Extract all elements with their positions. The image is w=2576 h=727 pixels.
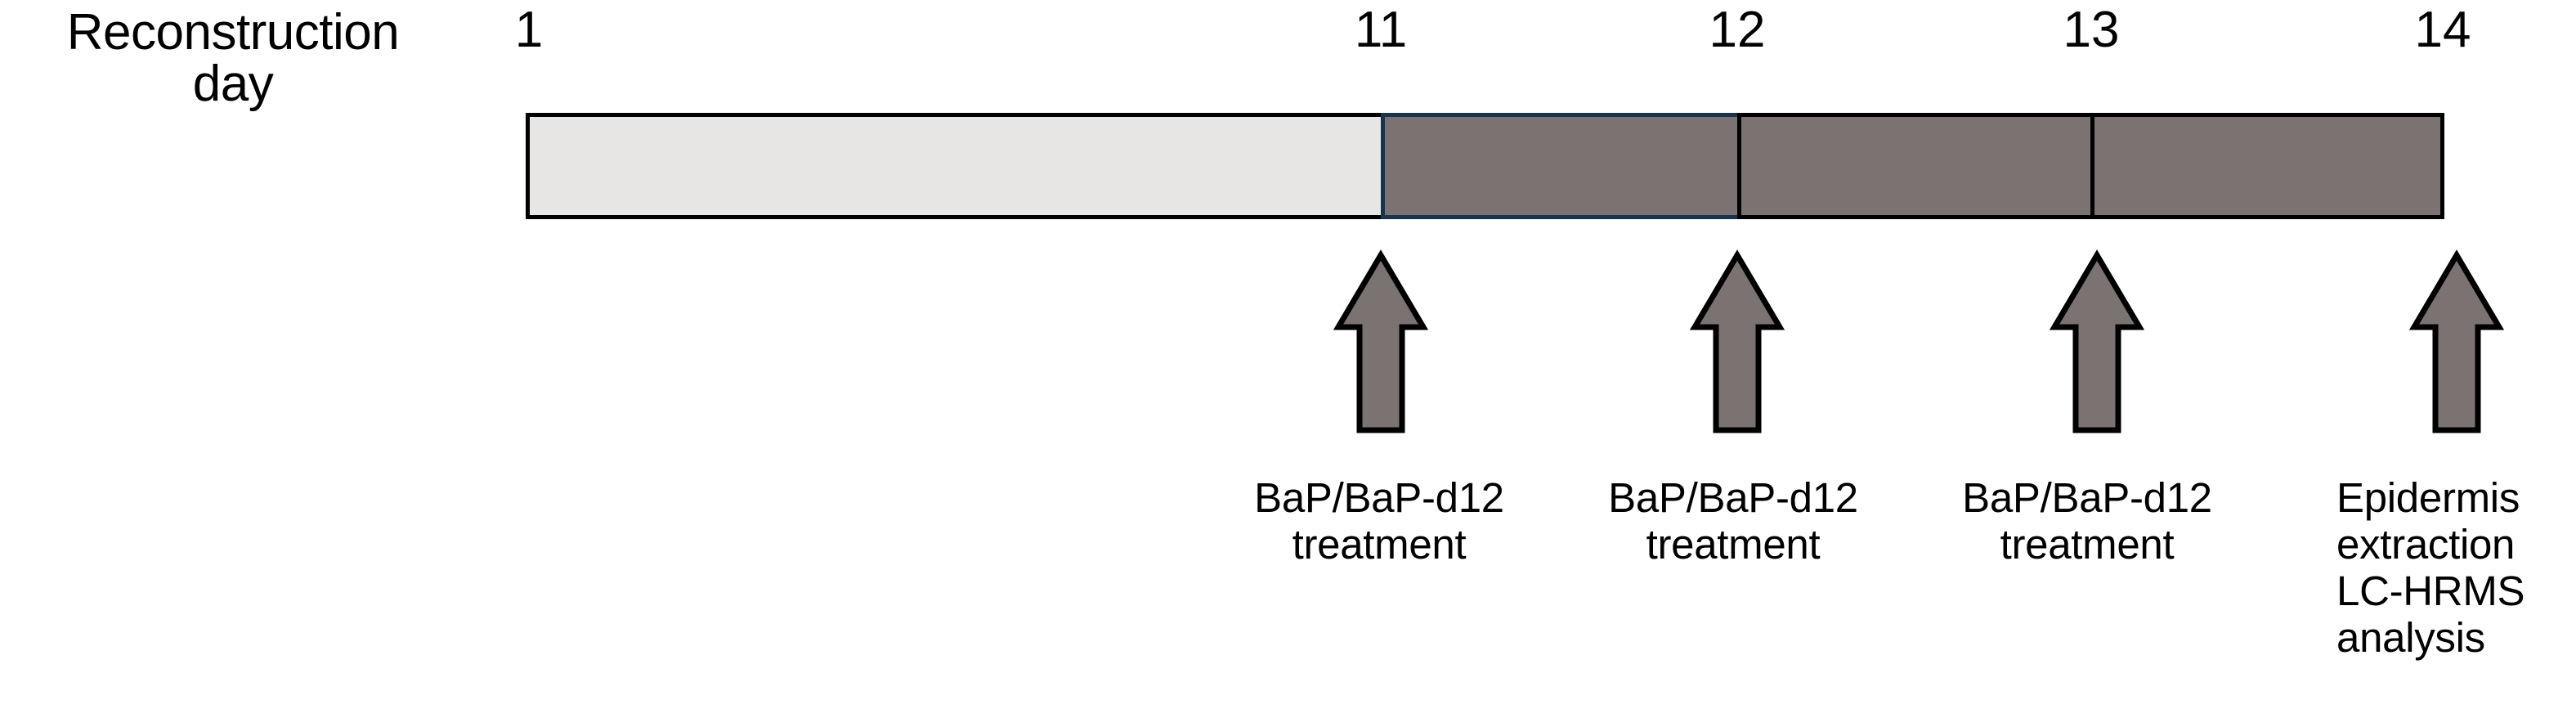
day-tick-label-11: 11 bbox=[1354, 2, 1408, 58]
bar-segment-reconstruction-phase bbox=[526, 113, 1381, 219]
day-tick-label-13: 13 bbox=[2063, 2, 2120, 58]
bar-segment-treatment-day-12 bbox=[1737, 113, 2090, 219]
row-label-reconstruction-day: Reconstruction day bbox=[66, 4, 400, 113]
bar-segment-treatment-day-11 bbox=[1381, 113, 1737, 219]
day-tick-label-14: 14 bbox=[2414, 2, 2471, 58]
timeline-bar bbox=[526, 113, 2444, 219]
day-tick-label-1: 1 bbox=[514, 2, 544, 58]
event-arrow-day-12 bbox=[1689, 249, 1785, 433]
event-caption-day-13: BaP/BaP-d12 treatment bbox=[1962, 474, 2212, 568]
event-caption-day-12: BaP/BaP-d12 treatment bbox=[1608, 474, 1858, 568]
day-tick-label-12: 12 bbox=[1709, 2, 1766, 58]
event-caption-day-14: Epidermis extraction LC-HRMS analysis bbox=[2336, 474, 2525, 662]
event-caption-day-11: BaP/BaP-d12 treatment bbox=[1254, 474, 1504, 568]
event-arrow-day-14 bbox=[2408, 249, 2505, 433]
event-arrow-day-13 bbox=[2049, 249, 2145, 433]
bar-segment-treatment-day-13 bbox=[2090, 113, 2444, 219]
event-arrow-day-11 bbox=[1333, 249, 1429, 433]
